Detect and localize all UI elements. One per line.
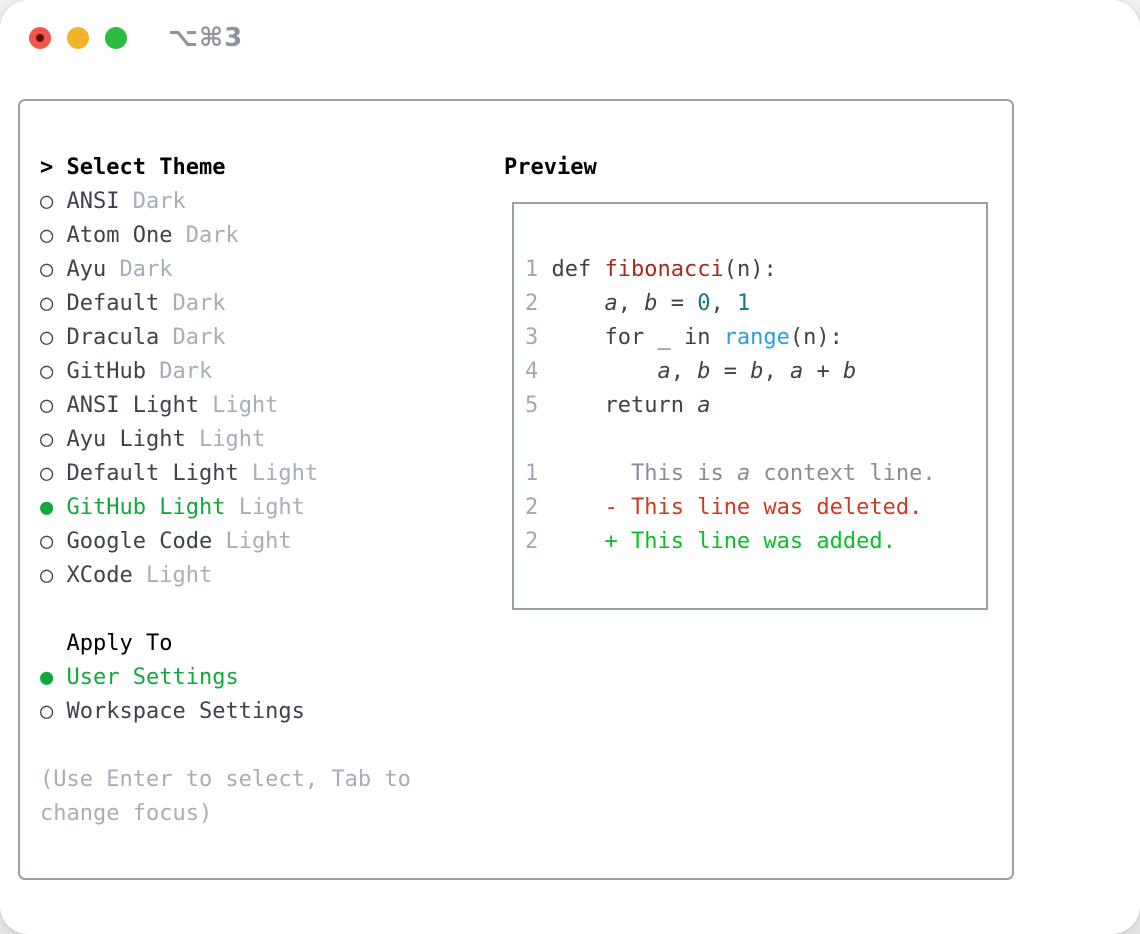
apply-option-user-settings[interactable]: ● User Settings xyxy=(40,661,480,695)
code-line: 1 def fibonacci(n): xyxy=(525,257,777,282)
theme-name: ANSI Light xyxy=(66,393,199,418)
radio-icon: ○ xyxy=(40,529,67,554)
code-line: 3 for _ in range(n): xyxy=(525,325,843,350)
theme-variant: Dark xyxy=(145,359,213,384)
theme-name: Ayu Light xyxy=(66,427,186,452)
theme-name: Atom One xyxy=(66,223,173,248)
theme-variant: Light xyxy=(198,393,279,418)
radio-icon: ○ xyxy=(40,359,67,384)
theme-option[interactable]: ○ Atom One Dark xyxy=(40,219,480,253)
radio-icon: ○ xyxy=(40,461,67,486)
apply-option-label: Workspace Settings xyxy=(66,699,305,724)
diff-context-line: 1 This is a context line. xyxy=(525,461,936,486)
code-line: 4 a, b = b, a + b xyxy=(525,359,857,384)
theme-variant: Light xyxy=(238,461,319,486)
theme-variant: Light xyxy=(225,495,305,520)
theme-name: Default xyxy=(66,291,160,316)
diff-deleted-line: 2 - This line was deleted. xyxy=(525,495,923,520)
apply-option-label: User Settings xyxy=(66,665,239,690)
radio-icon: ○ xyxy=(40,291,67,316)
apply-option-workspace-settings[interactable]: ○ Workspace Settings xyxy=(40,695,480,729)
theme-option[interactable]: ○ Ayu Light Light xyxy=(40,423,480,457)
zoom-button[interactable] xyxy=(105,27,127,49)
radio-icon: ○ xyxy=(40,699,67,724)
theme-variant: Dark xyxy=(159,291,226,316)
preview-header: Preview xyxy=(504,155,597,180)
keyboard-hint-line-2: change focus) xyxy=(40,801,213,826)
theme-option[interactable]: ○ Default Dark xyxy=(40,287,480,321)
focus-caret-icon: > xyxy=(40,155,67,180)
theme-option[interactable]: ○ ANSI Dark xyxy=(40,185,480,219)
theme-option-selected[interactable]: ● GitHub Light Light xyxy=(40,491,480,525)
theme-variant: Light xyxy=(185,427,266,452)
keyboard-hint-line-1: (Use Enter to select, Tab to xyxy=(40,767,411,792)
radio-selected-icon: ● xyxy=(40,495,67,520)
apply-to-header: Apply To xyxy=(40,631,173,656)
theme-name: GitHub xyxy=(66,359,146,384)
radio-icon: ○ xyxy=(40,393,67,418)
theme-option[interactable]: ○ Dracula Dark xyxy=(40,321,480,355)
spacer xyxy=(40,729,480,763)
minimize-button[interactable] xyxy=(67,27,89,49)
theme-variant: Dark xyxy=(119,189,186,214)
theme-variant: Light xyxy=(132,563,213,588)
radio-icon: ○ xyxy=(40,427,67,452)
code-preview-box: 1 def fibonacci(n): 2 a, b = 0, 1 3 for … xyxy=(512,202,988,610)
theme-name: Dracula xyxy=(66,325,160,350)
diff-added-line: 2 + This line was added. xyxy=(525,529,896,554)
radio-icon: ○ xyxy=(40,223,67,248)
theme-option[interactable]: ○ ANSI Light Light xyxy=(40,389,480,423)
theme-name: Default Light xyxy=(66,461,239,486)
close-button[interactable] xyxy=(29,27,51,49)
theme-menu: > Select Theme ○ ANSI Dark ○ Atom One Da… xyxy=(40,151,480,831)
theme-option[interactable]: ○ Google Code Light xyxy=(40,525,480,559)
window-title-shortcut: ⌥⌘3 xyxy=(168,23,244,53)
theme-name: ANSI xyxy=(66,189,120,214)
theme-option[interactable]: ○ Ayu Dark xyxy=(40,253,480,287)
theme-option[interactable]: ○ XCode Light xyxy=(40,559,480,593)
radio-icon: ○ xyxy=(40,189,67,214)
code-blank-line xyxy=(525,423,986,457)
radio-selected-icon: ● xyxy=(40,665,67,690)
theme-name: Ayu xyxy=(66,257,107,282)
select-theme-header-label: Select Theme xyxy=(66,155,226,180)
select-theme-header: > Select Theme xyxy=(40,151,480,185)
theme-name: GitHub Light xyxy=(66,495,226,520)
theme-option[interactable]: ○ GitHub Dark xyxy=(40,355,480,389)
theme-name: Google Code xyxy=(66,529,213,554)
theme-variant: Light xyxy=(212,529,292,554)
radio-icon: ○ xyxy=(40,257,67,282)
radio-icon: ○ xyxy=(40,325,67,350)
radio-icon: ○ xyxy=(40,563,67,588)
theme-variant: Dark xyxy=(106,257,173,282)
code-line: 5 return a xyxy=(525,393,711,418)
theme-name: XCode xyxy=(66,563,133,588)
code-line: 2 a, b = 0, 1 xyxy=(525,291,751,316)
theme-variant: Dark xyxy=(159,325,226,350)
theme-option[interactable]: ○ Default Light Light xyxy=(40,457,480,491)
titlebar: ⌥⌘3 xyxy=(0,0,1140,76)
spacer xyxy=(40,593,480,627)
theme-variant: Dark xyxy=(172,223,239,248)
theme-dialog-panel: > Select Theme ○ ANSI Dark ○ Atom One Da… xyxy=(18,99,1014,880)
